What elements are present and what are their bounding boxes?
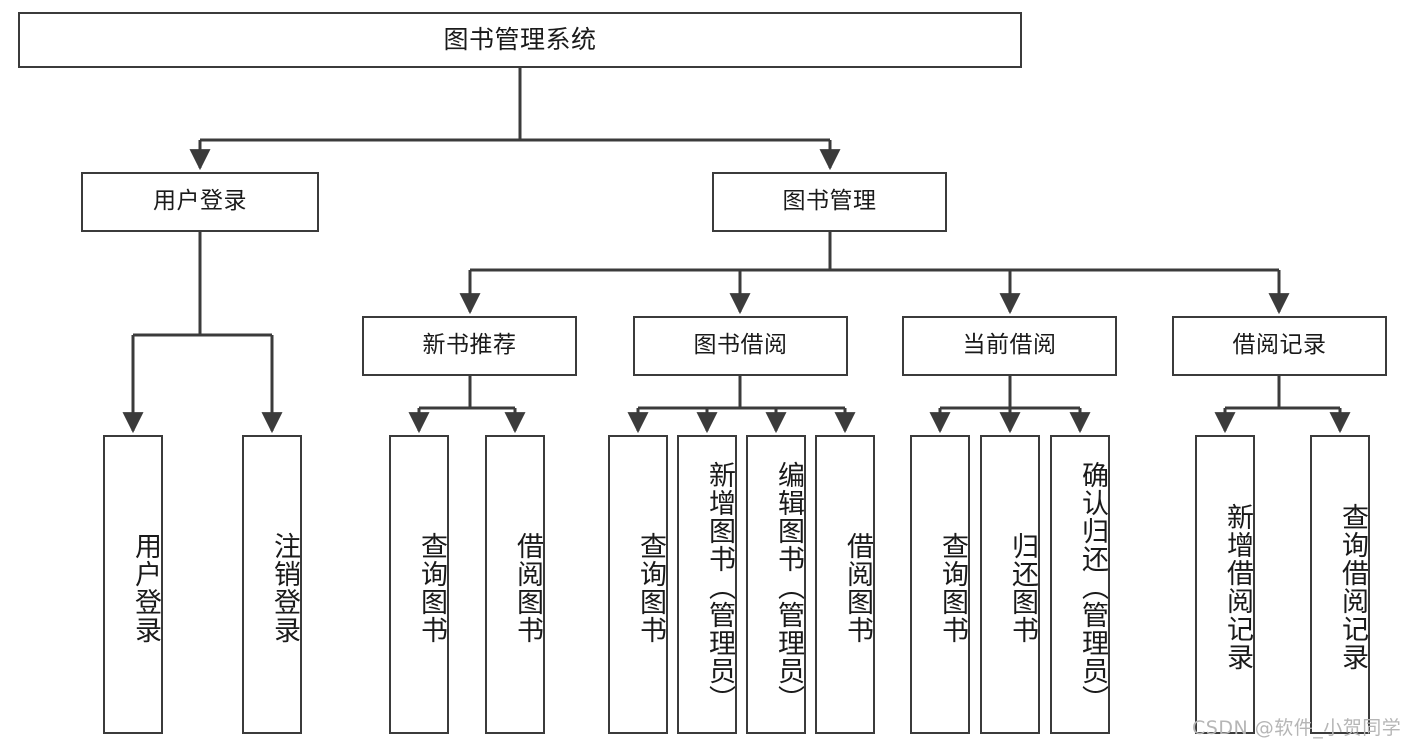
node-book-borrow[interactable]: 图书借阅 [633,316,848,376]
leaf-label: 新增借阅记录 [1222,502,1253,671]
leaf-query-book-recommend[interactable]: 查询图书 [389,435,449,734]
node-current-borrow-label: 当前借阅 [962,332,1057,359]
leaf-label: 查询借阅记录 [1337,502,1368,671]
leaf-user-login[interactable]: 用户登录 [103,435,163,734]
leaf-label: 编辑图书（管理员） [773,460,804,713]
node-new-book-recommend[interactable]: 新书推荐 [362,316,577,376]
leaf-logout[interactable]: 注销登录 [242,435,302,734]
node-book-borrow-label: 图书借阅 [693,332,788,359]
node-book-management[interactable]: 图书管理 [712,172,947,232]
leaf-label: 查询图书 [416,531,447,644]
leaf-edit-book-admin[interactable]: 编辑图书（管理员） [746,435,806,734]
leaf-confirm-return-admin[interactable]: 确认归还（管理员） [1050,435,1110,734]
leaf-query-borrow-record[interactable]: 查询借阅记录 [1310,435,1370,734]
watermark: CSDN @软件_小贺同学 [1192,717,1402,739]
leaf-add-book-admin[interactable]: 新增图书（管理员） [677,435,737,734]
leaf-query-book-borrow[interactable]: 查询图书 [608,435,668,734]
leaf-label: 新增图书（管理员） [704,460,735,713]
leaf-borrow-book[interactable]: 借阅图书 [815,435,875,734]
node-root-label: 图书管理系统 [443,25,597,55]
leaf-label: 查询图书 [635,531,666,644]
node-current-borrow[interactable]: 当前借阅 [902,316,1117,376]
node-borrow-record-label: 借阅记录 [1232,332,1327,359]
leaf-label: 确认归还（管理员） [1077,460,1108,713]
leaf-query-book-current[interactable]: 查询图书 [910,435,970,734]
node-book-management-label: 图书管理 [782,188,877,215]
node-new-book-recommend-label: 新书推荐 [422,332,517,359]
leaf-borrow-book-recommend[interactable]: 借阅图书 [485,435,545,734]
leaf-label: 借阅图书 [512,531,543,644]
leaf-label: 借阅图书 [842,531,873,644]
leaf-label: 归还图书 [1007,531,1038,644]
node-user-login[interactable]: 用户登录 [81,172,319,232]
leaf-label: 查询图书 [937,531,968,644]
node-borrow-record[interactable]: 借阅记录 [1172,316,1387,376]
node-user-login-label: 用户登录 [153,188,247,215]
leaf-add-borrow-record[interactable]: 新增借阅记录 [1195,435,1255,734]
leaf-return-book[interactable]: 归还图书 [980,435,1040,734]
leaf-label: 用户登录 [130,531,161,644]
node-root[interactable]: 图书管理系统 [18,12,1022,68]
leaf-label: 注销登录 [269,531,300,644]
